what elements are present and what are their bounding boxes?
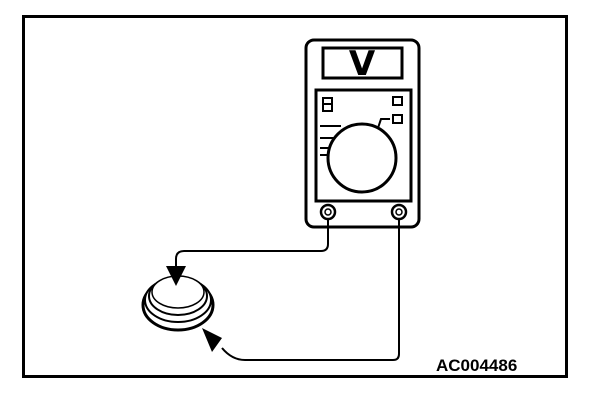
indicator-right-top xyxy=(392,96,403,106)
terminal-volt-inner xyxy=(395,208,403,216)
coin-battery xyxy=(141,275,215,332)
probe-arrow-top xyxy=(166,266,186,286)
meter-display-window xyxy=(321,46,404,80)
meter-display-reading: V xyxy=(349,44,376,84)
figure-code: AC004486 xyxy=(436,356,518,375)
test-leads xyxy=(175,219,400,361)
lead-negative xyxy=(175,219,329,272)
rotary-dial xyxy=(326,122,398,194)
multimeter: V xyxy=(304,38,421,229)
indicator-left-bottom xyxy=(322,103,333,112)
figure-border xyxy=(22,15,568,378)
probe-arrow-side xyxy=(202,328,222,352)
indicator-right-bottom xyxy=(392,114,403,124)
terminal-volt xyxy=(390,203,408,221)
lead-positive xyxy=(221,219,400,361)
terminal-common-inner xyxy=(324,208,332,216)
terminal-common xyxy=(319,203,337,221)
